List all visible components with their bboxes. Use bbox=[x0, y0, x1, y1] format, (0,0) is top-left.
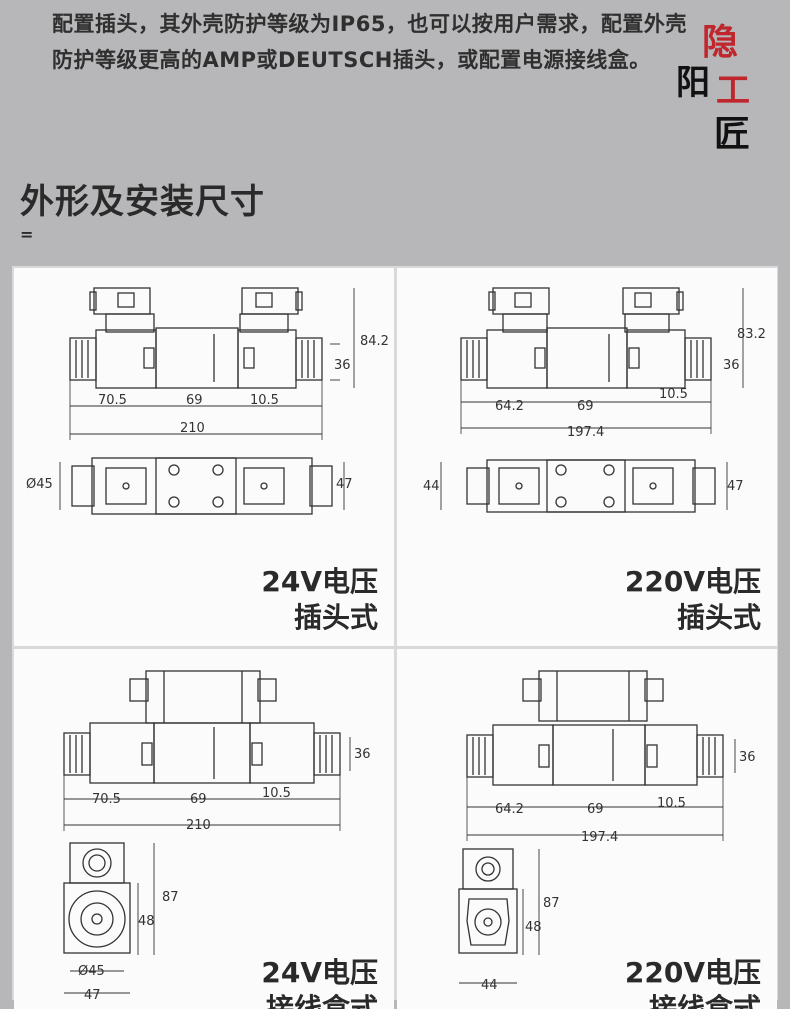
drawing-panel-220v-junction-box: 36 64.2 69 10.5 197.4 87 48 44 220V电压 接线… bbox=[397, 649, 777, 1009]
dim-left: 64.2 bbox=[495, 399, 524, 414]
dim-right: 10.5 bbox=[250, 393, 279, 408]
caption-voltage: 220V电压 bbox=[624, 956, 761, 989]
dim-body: 36 bbox=[723, 358, 740, 373]
drawing-panel-24v-plug: 84.2 36 70.5 69 10.5 210 Ø45 47 24V电压 插头… bbox=[14, 268, 394, 646]
dim-left: 70.5 bbox=[92, 792, 121, 807]
drawing-panel-220v-plug: 83.2 36 64.2 69 10.5 197.4 44 47 220V电压 … bbox=[397, 268, 777, 646]
dim-width: 47 bbox=[84, 988, 101, 1003]
dim-side-height: 87 bbox=[543, 896, 560, 911]
dim-total: 210 bbox=[180, 421, 205, 436]
dim-total: 197.4 bbox=[581, 830, 618, 845]
dim-side-middle: 48 bbox=[525, 920, 542, 935]
dim-height: 83.2 bbox=[737, 327, 766, 342]
section-title: 外形及安装尺寸 bbox=[20, 182, 265, 222]
valve-drawing-220v-junction-box: 36 64.2 69 10.5 197.4 87 48 44 bbox=[458, 670, 756, 993]
intro-line-1: 配置插头，其外壳防护等级为IP65，也可以按用户需求，配置外壳 bbox=[52, 12, 687, 36]
section-divider-mark: = bbox=[20, 225, 34, 244]
caption-24v-junction-box: 24V电压 接线盒式 bbox=[261, 955, 378, 1009]
dim-right: 10.5 bbox=[659, 387, 688, 402]
caption-type: 接线盒式 bbox=[648, 992, 761, 1009]
caption-voltage: 24V电压 bbox=[261, 956, 378, 989]
dim-mid: 69 bbox=[577, 399, 594, 414]
caption-voltage: 220V电压 bbox=[624, 565, 761, 598]
dim-mid: 69 bbox=[587, 802, 604, 817]
caption-voltage: 24V电压 bbox=[261, 565, 378, 598]
caption-220v-junction-box: 220V电压 接线盒式 bbox=[625, 955, 761, 1009]
caption-type: 接线盒式 bbox=[265, 992, 378, 1009]
dim-body: 36 bbox=[354, 747, 371, 762]
dim-left: 64.2 bbox=[495, 802, 524, 817]
drawing-panel-24v-junction-box: 36 70.5 69 10.5 210 87 48 Ø45 47 24V电压 接… bbox=[14, 649, 394, 1009]
dim-height: 84.2 bbox=[360, 334, 389, 349]
caption-type: 插头式 bbox=[676, 601, 761, 634]
dim-body: 36 bbox=[739, 750, 756, 765]
seal-char-4: 匠 bbox=[714, 113, 750, 155]
valve-drawing-24v-junction-box: 36 70.5 69 10.5 210 87 48 Ø45 47 bbox=[63, 670, 371, 1003]
dim-total: 197.4 bbox=[567, 425, 604, 440]
dim-diameter: Ø45 bbox=[26, 477, 53, 492]
seal-char-1: 隐 bbox=[702, 21, 738, 63]
caption-220v-plug: 220V电压 插头式 bbox=[625, 564, 761, 636]
dim-right: 10.5 bbox=[657, 796, 686, 811]
dim-side-middle: 48 bbox=[138, 914, 155, 929]
dim-width: 47 bbox=[727, 479, 744, 494]
intro-text: 配置插头，其外壳防护等级为IP65，也可以按用户需求，配置外壳 防护等级更高的A… bbox=[52, 6, 782, 78]
dim-left: 70.5 bbox=[98, 393, 127, 408]
dim-body: 36 bbox=[334, 358, 351, 373]
dimension-drawings-grid: 84.2 36 70.5 69 10.5 210 Ø45 47 24V电压 插头… bbox=[12, 266, 778, 1009]
dim-diameter: 44 bbox=[423, 479, 440, 494]
dim-width: 47 bbox=[336, 477, 353, 492]
seal-char-3: 工 bbox=[716, 71, 750, 111]
valve-drawing-220v-plug: 83.2 36 64.2 69 10.5 197.4 44 47 bbox=[423, 287, 766, 513]
dim-mid: 69 bbox=[190, 792, 207, 807]
valve-drawing-24v-plug: 84.2 36 70.5 69 10.5 210 Ø45 47 bbox=[26, 287, 389, 515]
caption-type: 插头式 bbox=[293, 601, 378, 634]
dim-side-height: 87 bbox=[162, 890, 179, 905]
intro-line-2: 防护等级更高的AMP或DEUTSCH插头，或配置电源接线盒。 bbox=[52, 48, 651, 72]
dim-width: 44 bbox=[481, 978, 498, 993]
dim-total: 210 bbox=[186, 818, 211, 833]
dim-mid: 69 bbox=[186, 393, 203, 408]
caption-24v-plug: 24V电压 插头式 bbox=[261, 564, 378, 636]
brand-seal: 隐 阳 工 匠 bbox=[676, 21, 750, 155]
dim-right: 10.5 bbox=[262, 786, 291, 801]
seal-char-2: 阳 bbox=[676, 63, 710, 103]
dim-diameter: Ø45 bbox=[78, 964, 105, 979]
